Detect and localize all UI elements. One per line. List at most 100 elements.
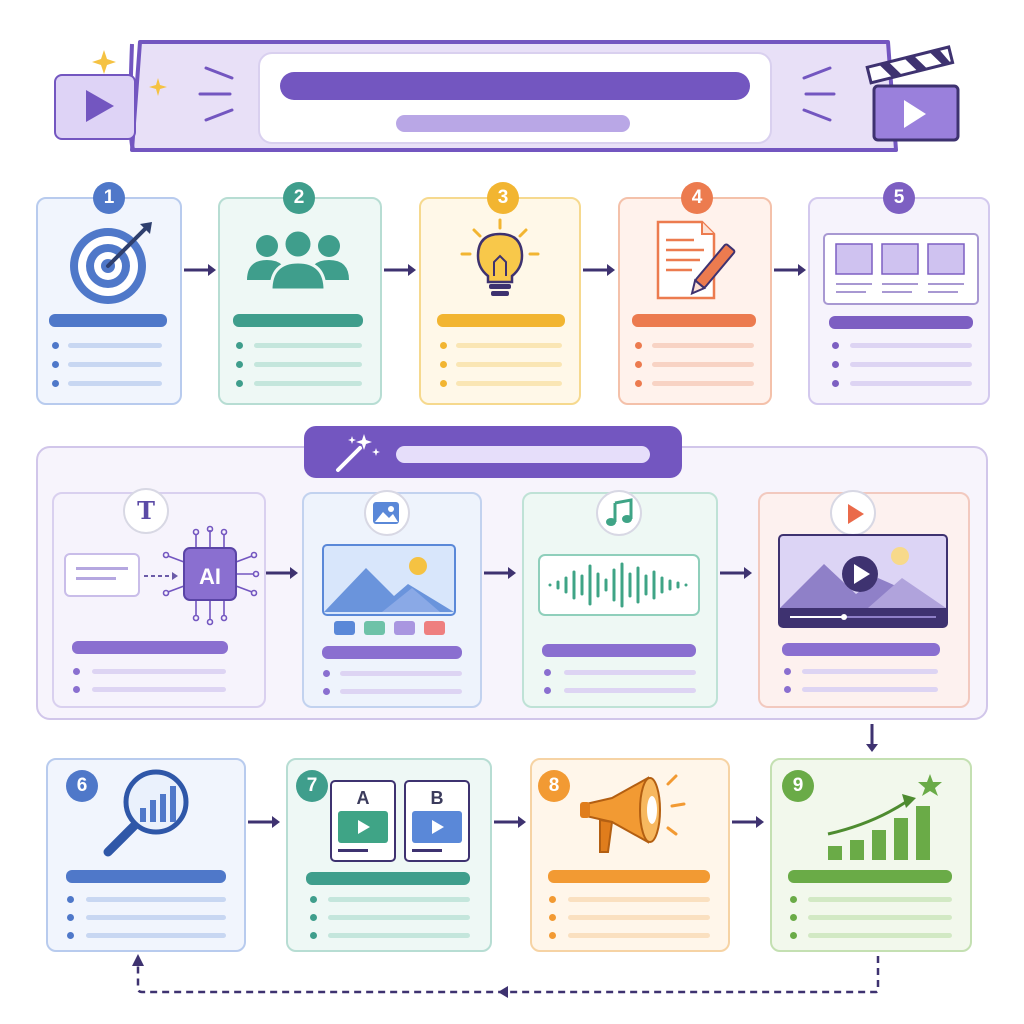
ai-stage-video-title-bar	[782, 643, 940, 656]
header-right-rays	[802, 66, 836, 122]
step-2-bullet	[236, 380, 243, 387]
arrow-ai-3-4	[720, 567, 752, 579]
ai-stage-audio-line	[564, 670, 696, 675]
step-9-line	[808, 933, 952, 938]
step-9-line	[808, 897, 952, 902]
step-7-bullet	[310, 914, 317, 921]
step-8-title-bar	[548, 870, 710, 883]
ai-stage-text-bullet	[73, 668, 80, 675]
arrow-ai-to-9	[866, 724, 878, 752]
step-1-bullet	[52, 361, 59, 368]
step-7-bullet	[310, 932, 317, 939]
step-3-line	[456, 381, 562, 386]
step-3-bullet	[440, 380, 447, 387]
ai-stage-image-bullet	[323, 670, 330, 677]
step-7-bullet	[310, 896, 317, 903]
step-number-1: 1	[93, 182, 125, 214]
step-number-5: 5	[883, 182, 915, 214]
step-3-line	[456, 343, 562, 348]
ai-stage-image-line	[340, 689, 462, 694]
step-1-line	[68, 381, 162, 386]
step-4-bullet	[635, 380, 642, 387]
step-3-bullet	[440, 361, 447, 368]
arrow-8-9	[732, 816, 764, 828]
arrow-3-4	[583, 264, 615, 276]
step-6-title-bar	[66, 870, 226, 883]
arrow-7-8	[494, 816, 526, 828]
ai-stage-video-bullet	[784, 686, 791, 693]
step-4-bullet	[635, 361, 642, 368]
step-9-bullet	[790, 914, 797, 921]
step-9-bullet	[790, 896, 797, 903]
ai-stage-text-bullet	[73, 686, 80, 693]
sparkle-icon	[92, 50, 167, 96]
step-number-6: 6	[66, 770, 98, 802]
ai-stage-image-line	[340, 671, 462, 676]
step-2-bullet	[236, 361, 243, 368]
step-7-line	[328, 933, 470, 938]
step-6-bullet	[67, 914, 74, 921]
step-4-line	[652, 381, 754, 386]
step-number-2: 2	[283, 182, 315, 214]
header-title-bar	[280, 72, 750, 100]
variant-b-video	[412, 811, 462, 843]
ai-stage-image-bullet	[323, 688, 330, 695]
step-7-title-bar	[306, 872, 470, 885]
text-to-ai-dashes	[144, 572, 178, 580]
step-4-line	[652, 362, 754, 367]
step-4-line	[652, 343, 754, 348]
step-8-line	[568, 897, 710, 902]
step-2-line	[254, 343, 362, 348]
step-number-7: 7	[296, 770, 328, 802]
variant-a-label: A	[356, 788, 370, 808]
swatch-red	[424, 621, 445, 635]
step-9-line	[808, 915, 952, 920]
step-8-bullet	[549, 932, 556, 939]
ai-stage-video-bullet	[784, 668, 791, 675]
ai-stage-audio-bullet	[544, 669, 551, 676]
text-icon: T	[123, 488, 169, 534]
swatch-teal	[364, 621, 385, 635]
variant-a-line	[338, 849, 368, 852]
step-5-bullet	[832, 342, 839, 349]
step-7-line	[328, 897, 470, 902]
arrow-1-2	[184, 264, 216, 276]
step-3-bullet	[440, 342, 447, 349]
arrow-4-5	[774, 264, 806, 276]
ai-stage-video-line	[802, 687, 938, 692]
step-6-bullet	[67, 932, 74, 939]
step-8-line	[568, 933, 710, 938]
video-icon	[54, 74, 136, 140]
step-1-line	[68, 362, 162, 367]
step-2-bullet	[236, 342, 243, 349]
step-2-line	[254, 381, 362, 386]
arrow-2-3	[384, 264, 416, 276]
text-input-line	[76, 577, 116, 580]
arrow-6-7	[248, 816, 280, 828]
step-3-title-bar	[437, 314, 565, 327]
step-1-bullet	[52, 380, 59, 387]
step-9-title-bar	[788, 870, 952, 883]
step-card-4[interactable]	[618, 197, 772, 405]
ai-stage-text-title-bar	[72, 641, 228, 654]
music-icon	[596, 490, 642, 536]
step-5-line	[850, 343, 972, 348]
step-number-4: 4	[681, 182, 713, 214]
step-7-line	[328, 915, 470, 920]
step-8-bullet	[549, 914, 556, 921]
text-input-line	[76, 567, 128, 570]
variant-a-video	[338, 811, 388, 843]
ai-section-title-bar	[396, 446, 650, 463]
variant-b-line	[412, 849, 442, 852]
step-5-line	[850, 362, 972, 367]
step-8-line	[568, 915, 710, 920]
step-5-line	[850, 381, 972, 386]
step-5-bullet	[832, 361, 839, 368]
step-card-3[interactable]	[419, 197, 581, 405]
ai-stage-text-line	[92, 669, 226, 674]
step-2-title-bar	[233, 314, 363, 327]
step-8-bullet	[549, 896, 556, 903]
step-6-line	[86, 897, 226, 902]
step-6-line	[86, 915, 226, 920]
ai-stage-video-line	[802, 669, 938, 674]
